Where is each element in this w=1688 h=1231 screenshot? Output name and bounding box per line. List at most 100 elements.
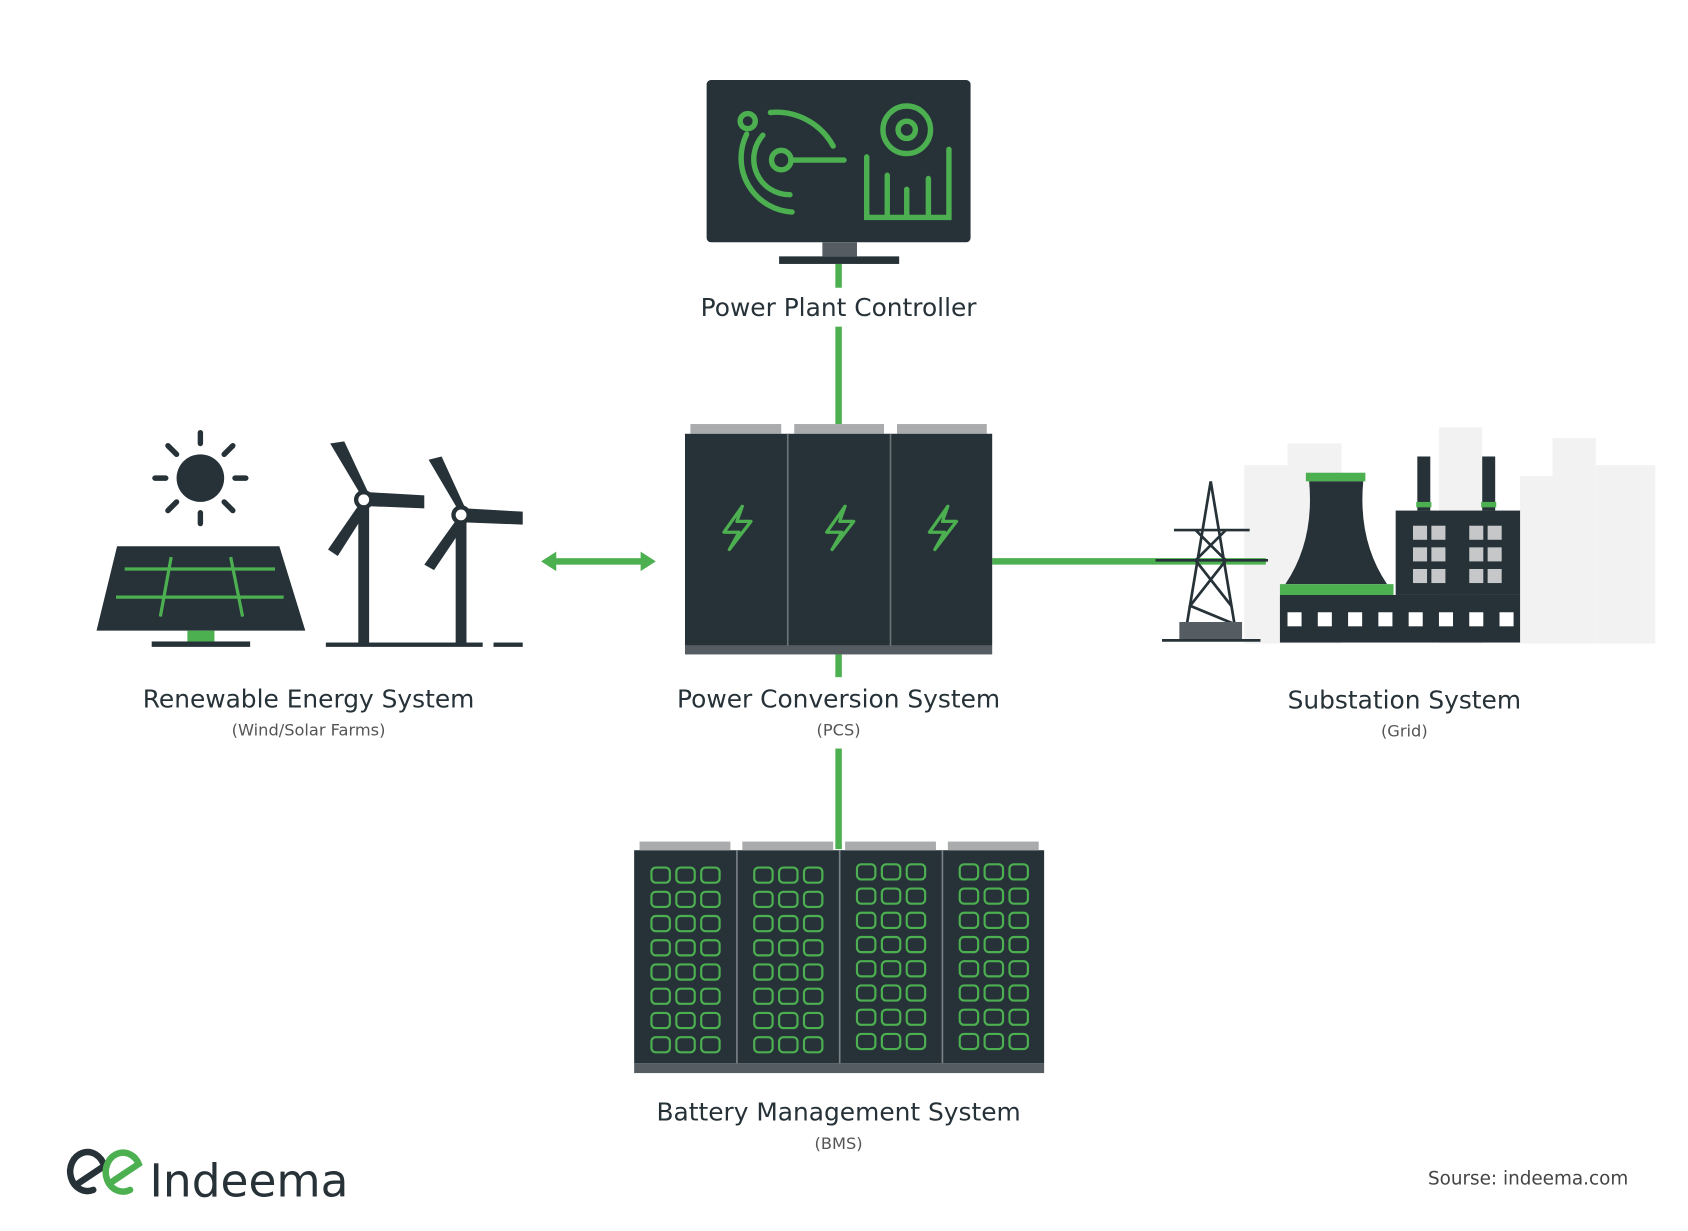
battery-cell [802, 987, 824, 1005]
battery-cell [778, 1011, 799, 1030]
battery-cell [753, 866, 774, 884]
battery-cell [958, 1008, 980, 1026]
battery-cell [778, 890, 799, 908]
battery-cell [1008, 984, 1029, 1002]
bidirectional-arrow-icon [541, 551, 656, 572]
battery-cell [650, 939, 671, 957]
battery-cell [700, 987, 721, 1005]
pcs-label: Power Conversion System [677, 684, 1000, 713]
power-plant-icon [1279, 456, 1521, 643]
battery-cell [905, 863, 927, 881]
battery-cell [675, 1011, 696, 1030]
window [1412, 547, 1428, 562]
battery-cell [675, 963, 696, 981]
battery-cell [802, 914, 824, 933]
battery-cell [650, 963, 671, 981]
battery-cell [650, 1036, 671, 1054]
window [1469, 612, 1484, 627]
battery-cell [802, 890, 824, 908]
controller-label: Power Plant Controller [701, 293, 978, 322]
battery-cell [1008, 1008, 1029, 1026]
battery-cell [1008, 887, 1029, 905]
pcs-sublabel: (PCS) [817, 721, 861, 740]
battery-cell [650, 866, 671, 884]
battery-cell [802, 1036, 824, 1054]
battery-cell [880, 863, 902, 881]
window [1438, 612, 1454, 627]
battery-cell [958, 960, 980, 978]
rack-cap [639, 841, 731, 851]
battery-racks-icon [634, 841, 1045, 1074]
battery-cell [650, 914, 671, 933]
battery-cell [905, 887, 927, 905]
window [1412, 568, 1428, 584]
battery-cell [958, 1032, 980, 1051]
battery-cell [1008, 1032, 1029, 1051]
battery-cell [983, 984, 1005, 1002]
battery-cell [855, 935, 877, 954]
battery-cell [753, 1036, 774, 1054]
battery-cell [983, 887, 1005, 905]
battery-cell [675, 890, 696, 908]
window [1408, 612, 1423, 627]
battery-cell [753, 963, 774, 981]
battery-cell [855, 1008, 877, 1026]
renewable-label: Renewable Energy System [143, 684, 475, 713]
power-plant-controller-monitor-icon [706, 80, 971, 264]
battery-cell [983, 863, 1005, 881]
substation-sublabel: (Grid) [1381, 722, 1428, 741]
battery-cell [880, 984, 902, 1002]
battery-cell [802, 1011, 824, 1030]
substation-label: Substation System [1288, 686, 1521, 715]
window [1348, 612, 1363, 627]
battery-cell [958, 887, 980, 905]
rack-cap [845, 841, 936, 851]
battery-cell [778, 987, 799, 1005]
battery-cell [958, 911, 980, 929]
battery-cell [905, 1032, 927, 1051]
battery-cell [650, 1011, 671, 1030]
battery-cell [1008, 960, 1029, 978]
battery-cell [802, 963, 824, 981]
battery-cell [880, 1032, 902, 1051]
source-link[interactable]: Sourse: indeema.com [1428, 1168, 1628, 1189]
battery-cell [802, 866, 824, 884]
battery-cell [675, 1036, 696, 1054]
battery-cell [675, 914, 696, 933]
logo-text: Indeema [150, 1154, 349, 1207]
battery-cell [700, 963, 721, 981]
battery-cell [905, 935, 927, 954]
battery-cell [753, 987, 774, 1005]
transmission-tower-icon [1155, 481, 1269, 642]
battery-cell [855, 863, 877, 881]
sun-icon [152, 429, 249, 527]
battery-cell [855, 984, 877, 1002]
bms-label: Battery Management System [656, 1098, 1020, 1127]
battery-cell [958, 935, 980, 954]
battery-cell [880, 935, 902, 954]
battery-cell [700, 939, 721, 957]
battery-cell [880, 911, 902, 929]
battery-cell [778, 866, 799, 884]
battery-cell [802, 939, 824, 957]
battery-cell [753, 914, 774, 933]
indeema-logo: Indeema [66, 1148, 349, 1207]
battery-cell [958, 863, 980, 881]
battery-cell [855, 1032, 877, 1051]
window [1469, 525, 1484, 540]
window [1487, 547, 1502, 562]
battery-cell [778, 914, 799, 933]
battery-cell [905, 911, 927, 929]
bms-sublabel: (BMS) [815, 1134, 863, 1153]
solar-panel-icon [96, 546, 306, 647]
battery-cell [700, 1036, 721, 1054]
window [1469, 547, 1484, 562]
battery-cell [1008, 911, 1029, 929]
window [1287, 612, 1302, 627]
battery-cell [650, 987, 671, 1005]
battery-cell [855, 911, 877, 929]
battery-cell [880, 960, 902, 978]
rack-cap [742, 841, 834, 851]
battery-cell [778, 939, 799, 957]
battery-cell [778, 963, 799, 981]
